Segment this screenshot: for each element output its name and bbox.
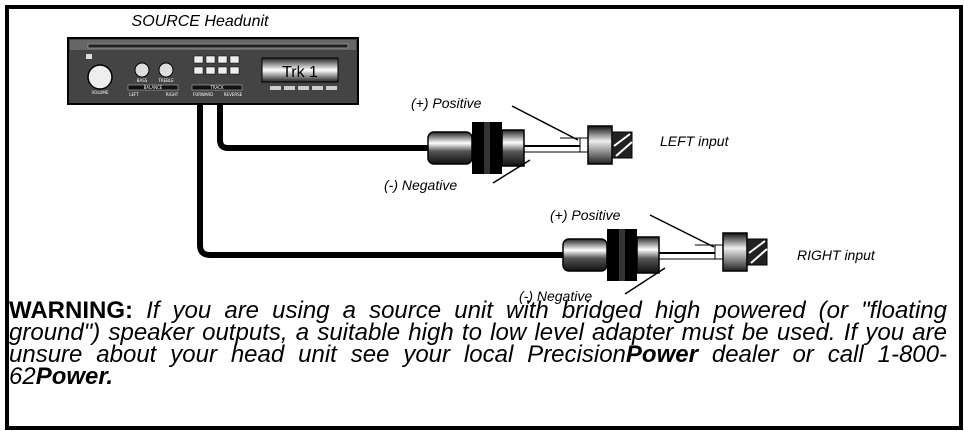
- headunit-title: SOURCE Headunit: [132, 13, 270, 30]
- track-forward-label: FORWARD: [193, 92, 213, 97]
- bass-knob: [134, 62, 150, 78]
- treble-knob: [158, 62, 174, 78]
- warning-text-2: dealer or call 1-800-62: [9, 341, 947, 390]
- display-text: Trk 1: [282, 64, 318, 81]
- bass-label: BASS: [137, 78, 148, 83]
- warning-note: WARNING: If you are using a source unit …: [9, 297, 947, 390]
- left-input-label: LEFT input: [660, 133, 730, 149]
- left-negative-label: (-) Negative: [384, 177, 457, 193]
- right-positive-label: (+) Positive: [550, 207, 621, 223]
- balance-right-label: RIGHT: [166, 92, 179, 97]
- right-negative-label: (-) Negative: [519, 288, 592, 304]
- headunit: VOLUME BASS TREBLE BALANCE LEFT RIGHT TR…: [67, 37, 359, 105]
- volume-label: VOLUME: [92, 90, 109, 95]
- right-input-label: RIGHT input: [797, 247, 876, 263]
- warning-text-1: If you are using a source unit with brid…: [9, 297, 947, 368]
- balance-label: BALANCE: [144, 85, 163, 90]
- left-input-jack: [587, 125, 613, 165]
- display-screen: [261, 57, 339, 83]
- balance-left-label: LEFT: [129, 92, 139, 97]
- power-button: [86, 54, 92, 59]
- left-positive-label: (+) Positive: [411, 95, 482, 111]
- left-rca-plug: [427, 122, 633, 174]
- warning-heading: WARNING:: [9, 297, 133, 324]
- warning-brand-1: Power: [625, 341, 698, 368]
- volume-knob: [87, 64, 113, 90]
- right-rca-plug: [562, 229, 768, 281]
- keypad: [193, 55, 240, 75]
- left-cable: [217, 102, 430, 151]
- warning-brand-2: Power.: [35, 363, 114, 390]
- right-input-jack: [722, 232, 748, 272]
- track-reverse-label: REVERSE: [224, 92, 243, 97]
- right-cable: [197, 102, 565, 258]
- cd-slot: [87, 43, 349, 49]
- balance-bar: [127, 84, 179, 91]
- track-label: TRACK: [209, 85, 224, 90]
- track-bar: [191, 84, 243, 91]
- treble-label: TREBLE: [157, 78, 174, 83]
